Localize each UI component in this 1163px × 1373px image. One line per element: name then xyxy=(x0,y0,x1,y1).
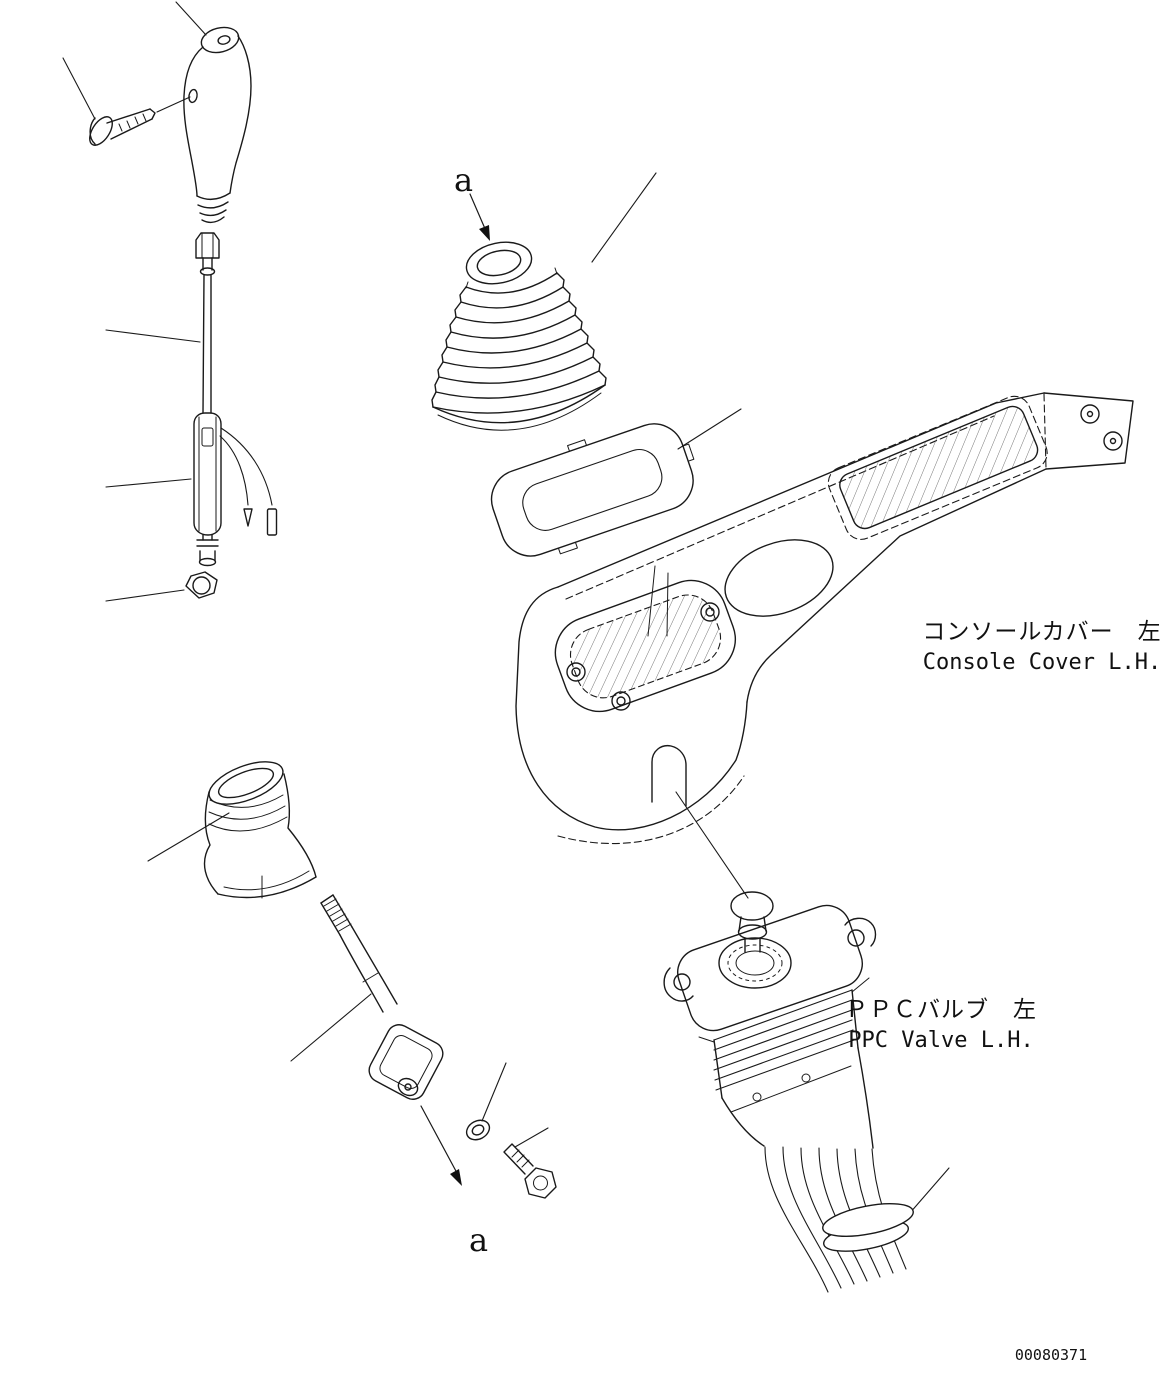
lever-grip xyxy=(183,26,252,224)
wire-sleeve-connector xyxy=(266,508,278,536)
control-lever-arm xyxy=(320,894,444,1100)
harness-notch xyxy=(651,744,687,807)
console-cover-label-jp: コンソールカバー 左 xyxy=(922,619,1161,645)
wire-lead xyxy=(219,435,249,506)
valve-knob xyxy=(730,891,774,921)
detail-label-a-bottom: a xyxy=(469,1221,488,1259)
detail-arrow-bottom xyxy=(420,1105,462,1186)
wire-pin-connector xyxy=(243,508,253,527)
console-cover xyxy=(515,392,1134,844)
ppc-valve xyxy=(663,891,914,1293)
detail-label-a-top: a xyxy=(454,161,473,199)
ppc-valve-label-en: PPC Valve L.H. xyxy=(848,1028,1033,1053)
grip-side-hole xyxy=(188,88,198,104)
hose-clamp-band xyxy=(822,1202,914,1238)
washer xyxy=(465,1119,491,1141)
wire-lead xyxy=(220,427,273,506)
cup-holder-hole xyxy=(724,539,834,617)
lever-shaft-assembly xyxy=(193,232,278,567)
lock-nut xyxy=(185,571,218,599)
drawing-number: 00080371 xyxy=(1015,1346,1087,1364)
mounting-bolt xyxy=(503,1143,557,1199)
recessed-tray xyxy=(827,395,1048,540)
boot-collar xyxy=(203,761,317,899)
detail-arrow-top xyxy=(469,193,490,241)
boot-retainer-plate xyxy=(490,423,695,557)
ppc-valve-label-jp: ＰＰＣバルブ 左 xyxy=(845,997,1037,1023)
console-cover-label-en: Console Cover L.H. xyxy=(923,650,1161,675)
lever-opening xyxy=(554,579,736,713)
knob-screw xyxy=(89,108,156,146)
mounting-bracket xyxy=(1043,392,1134,470)
rubber-boot-bellows xyxy=(431,241,607,431)
